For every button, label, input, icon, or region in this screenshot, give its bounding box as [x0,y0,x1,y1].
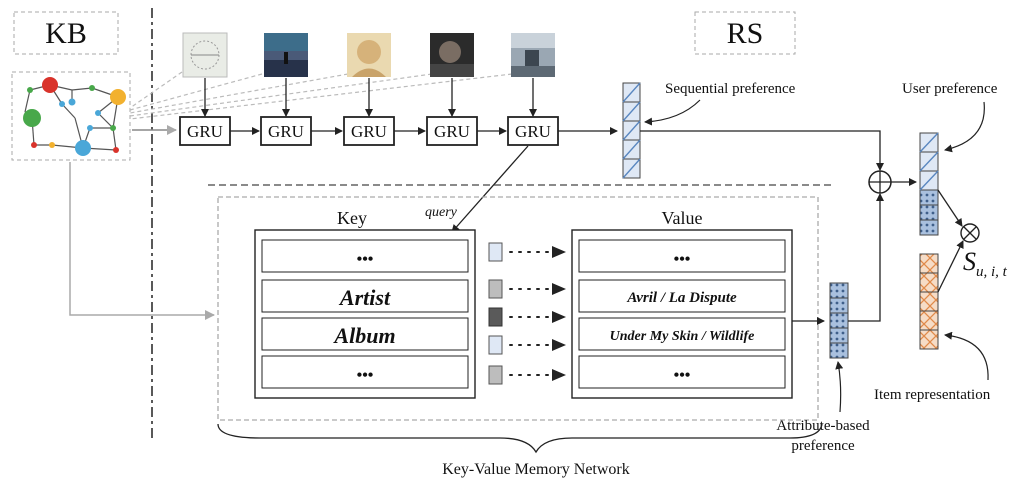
value-row-2-text: Avril / La Dispute [626,290,737,306]
value-row-3-text: Under My Skin / Wildlife [610,329,755,344]
item-representation-pointer [944,331,989,381]
key-row-4 [261,355,469,389]
user-preference-vector [919,132,939,236]
key-row-4-text: ••• [357,367,374,384]
album-thumbnail-2 [264,33,308,77]
svg-text:GRU: GRU [268,122,304,141]
value-row-4-text: ••• [674,367,691,384]
memory-network-box [217,196,819,421]
key-row-3 [261,317,469,351]
sequential-to-plus-connector [640,130,884,171]
item-representation-vector [919,253,939,350]
key-table: ••• Artist Album ••• [254,229,476,399]
key-row-3-text: Album [332,323,395,348]
value-row-1-text: ••• [674,251,691,268]
svg-text:GRU: GRU [515,122,551,141]
album-thumbnail-1 [182,32,228,78]
value-row-2 [578,279,786,313]
key-row-2-text: Artist [338,285,391,310]
sequential-preference-label: Sequential preference [665,81,796,97]
album-thumbnail-4 [430,33,474,77]
item-representation-label: Item representation [874,387,991,403]
value-row-3 [578,317,786,351]
memory-network-label: Key-Value Memory Network [442,461,630,478]
gru-cell-1: GRU [179,116,231,146]
key-header: Key [337,208,367,228]
rs-label: RS [727,17,764,50]
gru-cell-3: GRU [343,116,395,146]
gru-chain: GRU GRU GRU GRU GRU [179,116,559,146]
attribute-preference-label-line2: preference [791,438,855,454]
gru-cell-4: GRU [426,116,478,146]
knowledge-graph [11,71,131,161]
value-table: ••• Avril / La Dispute Under My Skin / W… [571,229,793,399]
attribute-to-plus-connector [848,193,884,322]
user-preference-pointer [944,101,985,153]
attribute-preference-label-line1: Attribute-based [776,418,870,434]
key-row-2 [261,279,469,313]
attribute-preference-pointer [835,361,844,413]
score-symbol-base: S [963,247,976,276]
concat-plus-node [868,170,892,194]
kb-to-memory-arrow [69,162,215,320]
kb-label: KB [45,17,87,50]
score-otimes-node [937,189,980,293]
attention-weights [488,242,566,385]
svg-text:GRU: GRU [434,122,470,141]
rs-label-box [694,11,796,55]
value-header: Value [662,208,703,228]
thumbnail-to-kb-lines [129,71,513,120]
score-symbol-subscript: u, i, t [976,264,1008,280]
key-row-1 [261,239,469,273]
query-arrow [451,145,529,233]
kb-label-box [13,11,119,55]
svg-text:GRU: GRU [187,122,223,141]
score-symbol: Su, i, t [963,247,1008,280]
memory-network-brace [217,423,823,454]
thumbnail-to-gru-arrows [201,78,537,117]
sequential-preference-pointer [644,99,701,126]
album-thumbnails [182,32,555,78]
sequential-preference-vector [622,82,641,179]
gru-cell-5: GRU [507,116,559,146]
album-thumbnail-5 [511,33,555,77]
key-row-1-text: ••• [357,251,374,268]
gru-cell-2: GRU [260,116,312,146]
svg-text:GRU: GRU [351,122,387,141]
value-row-4 [578,355,786,389]
album-thumbnail-3 [347,33,391,77]
query-label: query [425,205,458,220]
attribute-preference-vector [829,282,849,359]
user-preference-label: User preference [902,81,998,97]
value-row-1 [578,239,786,273]
